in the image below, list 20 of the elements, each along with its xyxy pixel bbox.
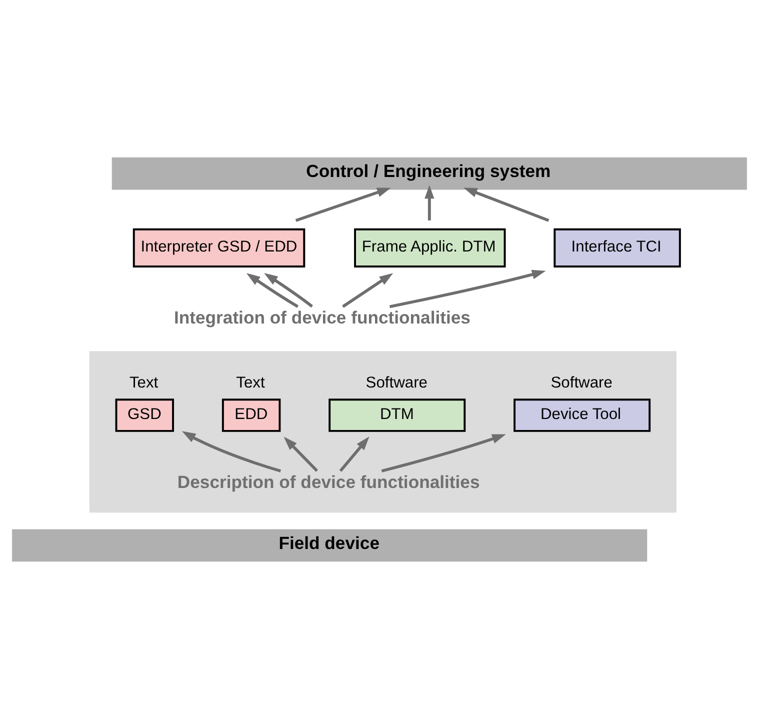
- node-box: Field device: [12, 528, 648, 562]
- arrow: [182, 430, 282, 472]
- node-label: Software: [550, 374, 612, 392]
- node-box: Control / Engineering system: [112, 156, 747, 190]
- arrow: [424, 184, 434, 220]
- node-label: Software: [366, 374, 428, 392]
- arrow: [381, 434, 506, 472]
- node-text: Integration of device functionalities: [174, 307, 470, 328]
- arrow: [463, 187, 550, 222]
- arrow: [295, 187, 391, 222]
- arrow: [389, 269, 546, 308]
- arrow: [342, 272, 394, 308]
- cluster: [89, 350, 676, 512]
- arrow: [339, 436, 370, 472]
- arrow: [284, 436, 318, 472]
- arrow: [264, 272, 313, 308]
- node-label: Text: [129, 374, 158, 392]
- node-text: Description of device functionalities: [177, 472, 480, 492]
- arrow: [246, 272, 299, 308]
- node-label: Text: [236, 374, 265, 392]
